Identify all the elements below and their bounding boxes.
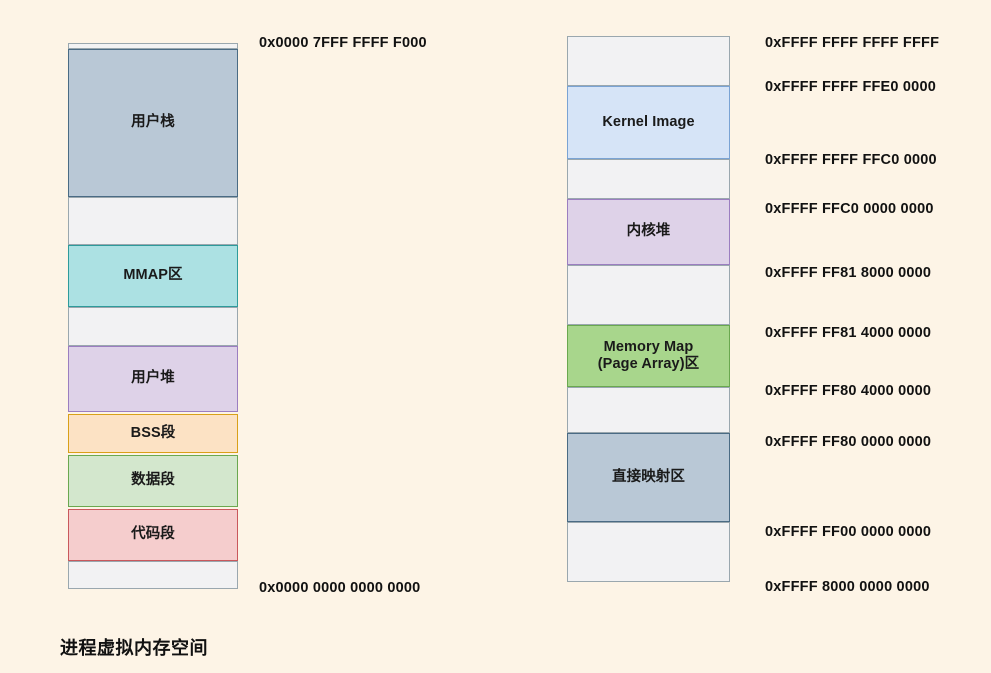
kernel-address-direct-map-top: 0xFFFF FF80 0000 0000 (765, 434, 932, 450)
process-block-mmap-region: MMAP区 (68, 245, 238, 307)
process-block-label: MMAP区 (123, 267, 183, 284)
process-block-label: 用户堆 (131, 370, 175, 387)
kernel-address-memmap-top: 0xFFFF FF81 4000 0000 (765, 325, 932, 341)
kernel-block-kernel-image: Kernel Image (567, 86, 730, 159)
process-block-gap-1 (68, 197, 238, 245)
kernel-address-kernel-heap-top: 0xFFFF FFC0 0000 0000 (765, 201, 934, 217)
process-block-label: 数据段 (131, 472, 175, 489)
kernel-address-memmap-end: 0xFFFF FF80 4000 0000 (765, 383, 932, 399)
kernel-address-kernel-base: 0xFFFF 8000 0000 0000 (765, 579, 930, 595)
process-memory-column: 用户栈 MMAP区用户堆 BSS段数据段代码段 0x0000 7FFF FFFF F… (60, 35, 427, 658)
kernel-block-direct-mapping: 直接映射区 (567, 433, 730, 522)
process-block-code-segment: 代码段 (68, 509, 238, 561)
kernel-block-gap-1 (567, 159, 730, 199)
kernel-block-label: Memory Map (Page Array)区 (597, 338, 700, 372)
process-space-caption: 进程虚拟内存空间 (60, 638, 208, 658)
process-block-top-gap (68, 43, 238, 49)
process-block-bottom-gap (68, 561, 238, 589)
kernel-memory-bar: Kernel Image 内核堆 Memory Map (Page Array)区直… (567, 36, 730, 582)
process-block-label: 用户栈 (131, 114, 175, 131)
kernel-block-gap-2 (567, 265, 730, 325)
kernel-block-kernel-heap: 内核堆 (567, 199, 730, 265)
process-zero-address: 0x0000 0000 0000 0000 (259, 580, 421, 596)
process-stack-top-address: 0x0000 7FFF FFFF F000 (259, 35, 427, 51)
process-block-gap-2 (68, 307, 238, 346)
kernel-address-top: 0xFFFF FFFF FFFF FFFF (765, 35, 940, 51)
process-block-label: 代码段 (131, 526, 175, 543)
kernel-address-kernel-image-end: 0xFFFF FFFF FFC0 0000 (765, 152, 937, 168)
process-block-user-heap: 用户堆 (68, 346, 238, 412)
kernel-block-label: 直接映射区 (612, 468, 685, 485)
kernel-address-kernel-image-top: 0xFFFF FFFF FFE0 0000 (765, 79, 936, 95)
process-block-user-stack: 用户栈 (68, 49, 238, 197)
process-block-label: BSS段 (130, 424, 176, 441)
kernel-memory-column: Kernel Image 内核堆 Memory Map (Page Array)区直… (520, 0, 991, 673)
kernel-block-label: Kernel Image (602, 113, 695, 130)
process-block-bss-segment: BSS段 (68, 414, 238, 453)
process-block-data-segment: 数据段 (68, 455, 238, 507)
kernel-block-label: 内核堆 (626, 223, 671, 240)
kernel-address-kernel-heap-end: 0xFFFF FF81 8000 0000 (765, 265, 932, 281)
kernel-block-memory-map-region: Memory Map (Page Array)区 (567, 325, 730, 387)
kernel-block-top-gap (567, 36, 730, 86)
kernel-block-gap-3 (567, 387, 730, 433)
kernel-block-bottom-gap (567, 522, 730, 582)
process-memory-bar: 用户栈 MMAP区用户堆 BSS段数据段代码段 (68, 43, 238, 589)
kernel-address-direct-map-end: 0xFFFF FF00 0000 0000 (765, 524, 932, 540)
